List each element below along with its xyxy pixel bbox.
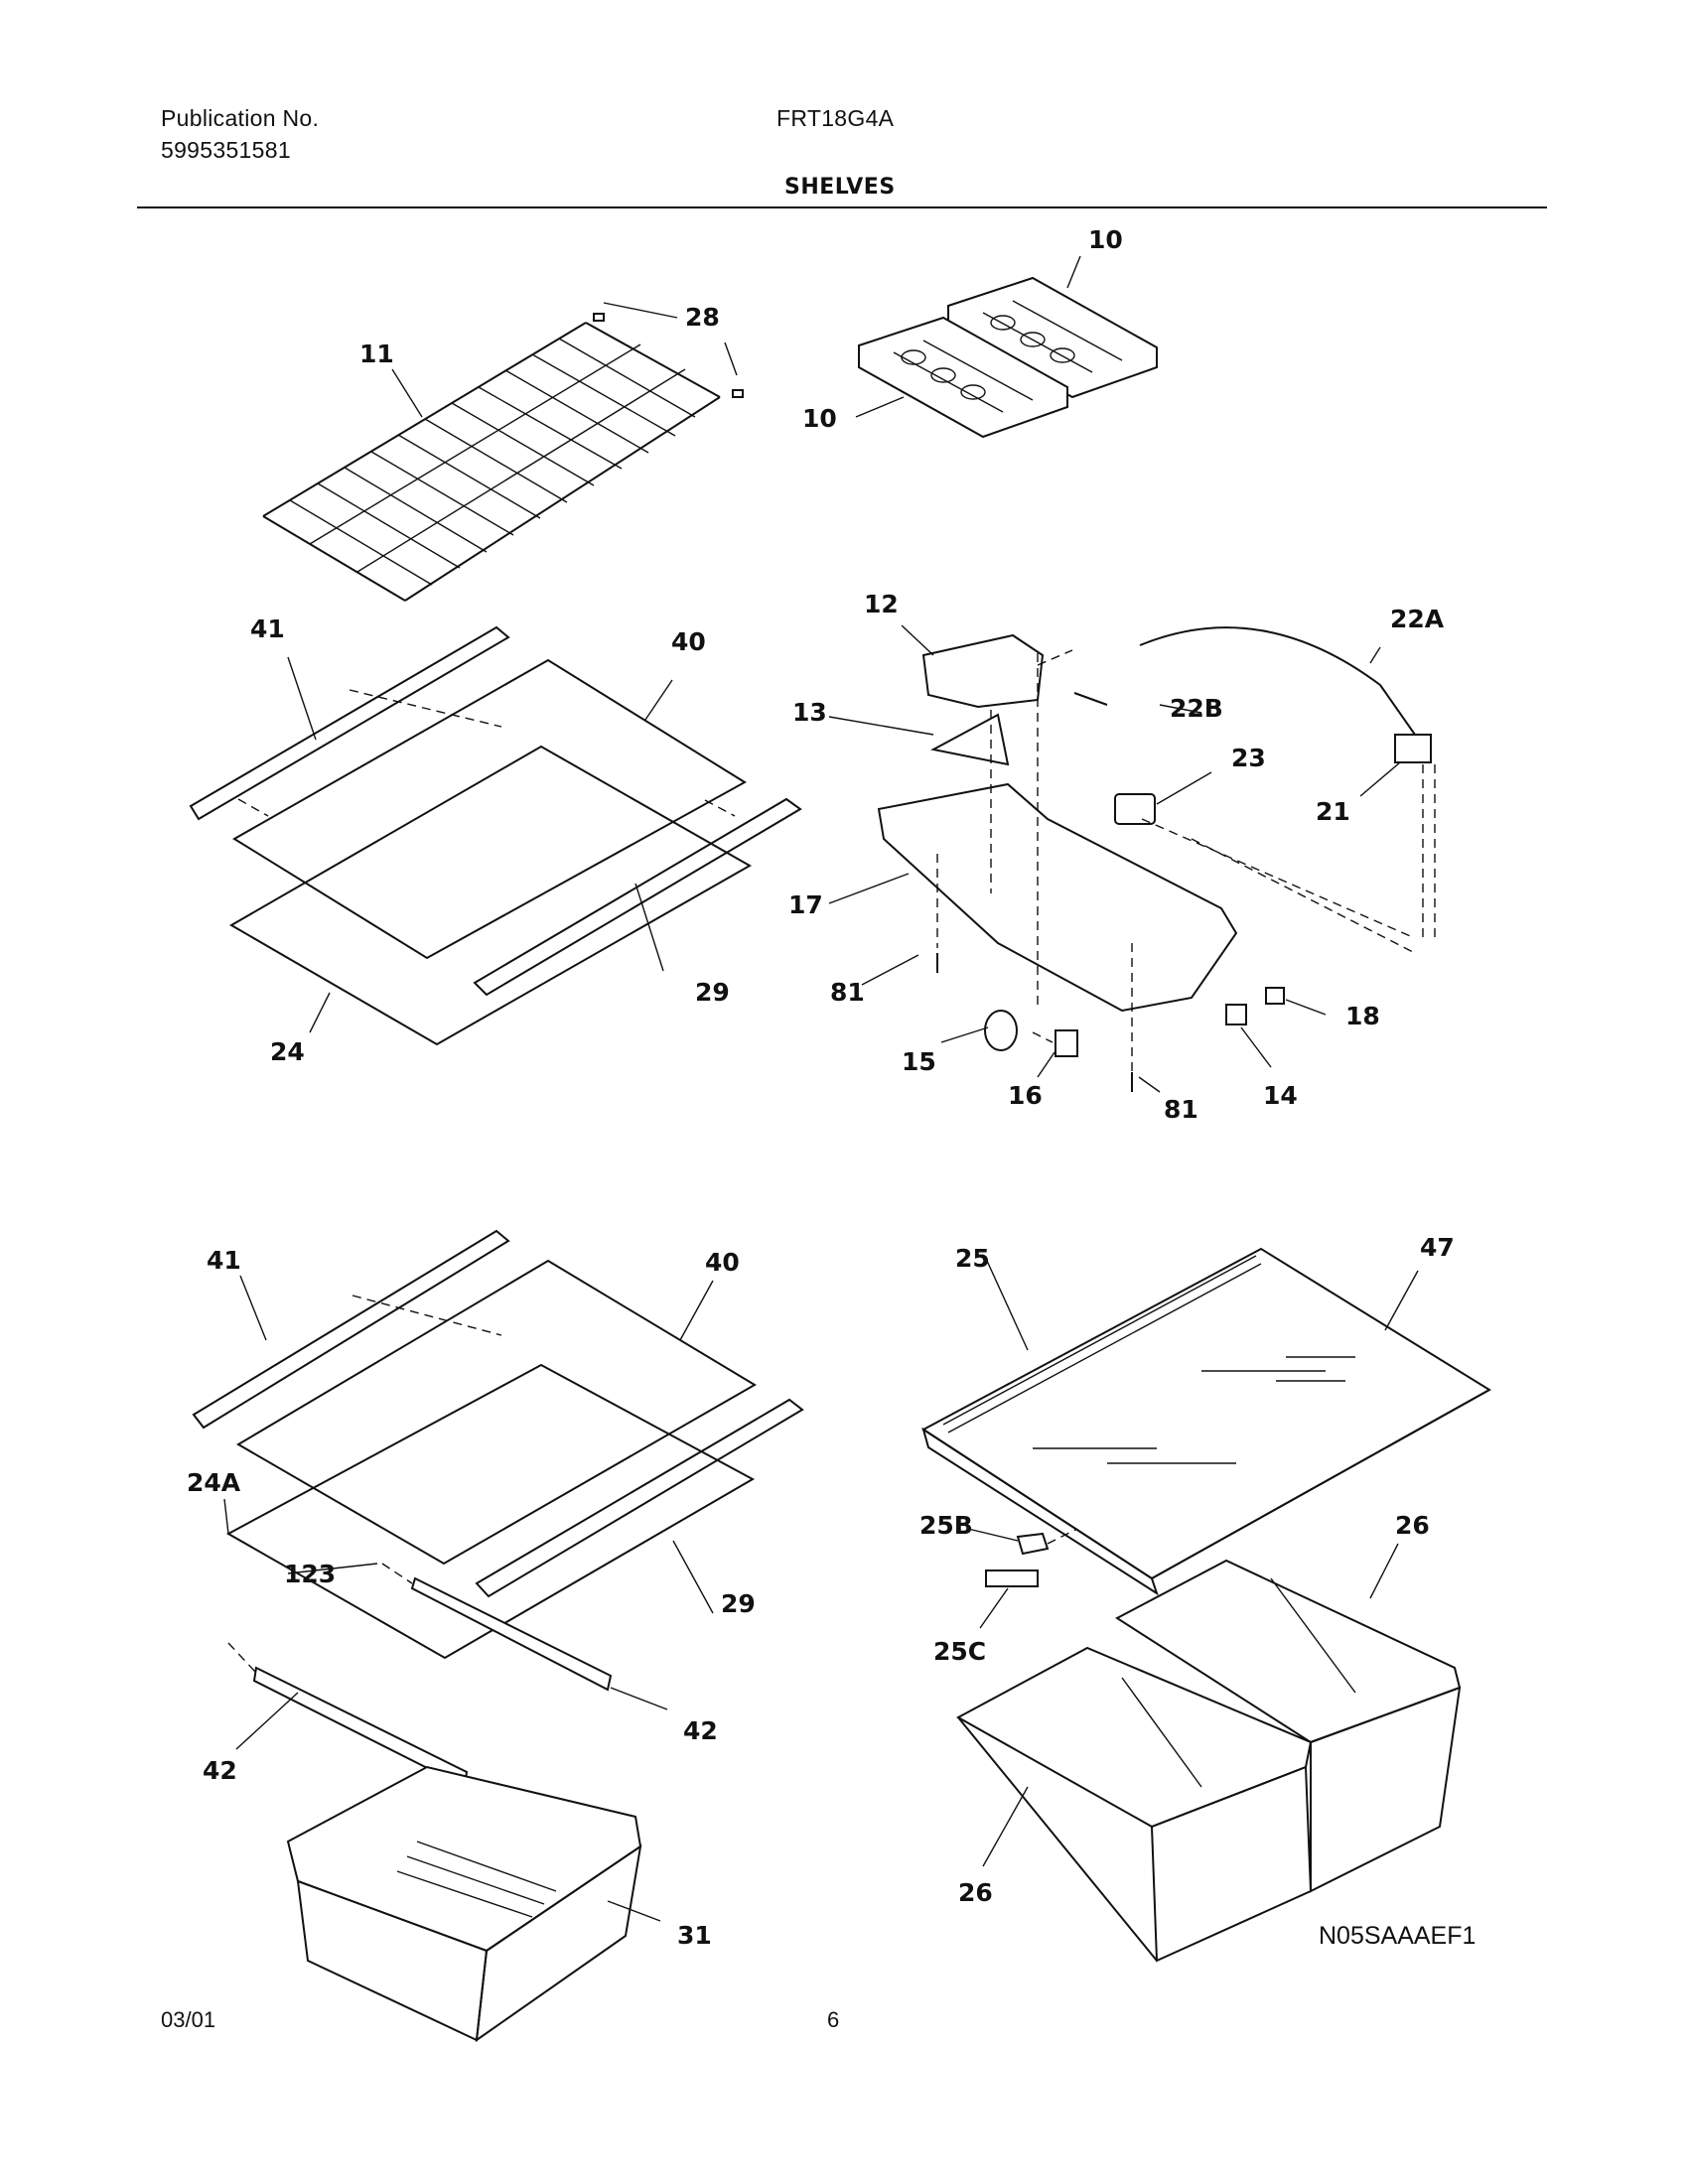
model-number: FRT18G4A [776, 105, 895, 131]
callout-41-lower: 41 [207, 1246, 241, 1275]
callout-23: 23 [1231, 744, 1266, 772]
callout-24a: 24A [187, 1468, 241, 1497]
callout-26-right: 26 [1395, 1511, 1430, 1540]
callout-42-right: 42 [683, 1716, 718, 1745]
callout-22b: 22B [1170, 694, 1223, 723]
crisper-cover [921, 1247, 1491, 1596]
callout-40-lower: 40 [705, 1248, 740, 1277]
section-title: SHELVES [784, 175, 896, 200]
light-control-housing [877, 626, 1436, 1092]
callout-16: 16 [1008, 1081, 1043, 1110]
callout-31: 31 [677, 1921, 712, 1950]
wire-freezer-shelf [262, 313, 744, 602]
ice-trays [858, 276, 1158, 439]
callout-42-left: 42 [203, 1756, 237, 1785]
callout-26-left: 26 [958, 1878, 993, 1907]
glass-shelf-assembly-lower [192, 1229, 804, 1789]
callout-81-left: 81 [830, 978, 865, 1007]
callout-25: 25 [955, 1244, 990, 1273]
callout-25c: 25C [933, 1637, 986, 1666]
callout-22a: 22A [1390, 605, 1445, 633]
glass-shelf-assembly-upper [189, 625, 802, 1046]
publication-number: 5995351581 [161, 137, 291, 163]
callout-13: 13 [792, 698, 827, 727]
crisper-drawer-single [286, 1765, 642, 2043]
callout-25b: 25B [919, 1511, 973, 1540]
callout-leader-lines [223, 255, 1419, 1922]
callout-29-upper: 29 [695, 978, 730, 1007]
footer-page-number: 6 [827, 2007, 840, 2032]
callout-28: 28 [685, 303, 720, 332]
callout-123: 123 [284, 1560, 336, 1588]
callout-41-upper: 41 [250, 614, 285, 643]
callout-40-upper: 40 [671, 627, 706, 656]
callout-10-left: 10 [802, 404, 837, 433]
footer-date: 03/01 [161, 2007, 216, 2032]
callout-14: 14 [1263, 1081, 1298, 1110]
header-divider [137, 206, 1547, 208]
callout-81-right: 81 [1164, 1095, 1198, 1124]
publication-label: Publication No. [161, 105, 320, 131]
crisper-bins-double [955, 1559, 1462, 1963]
diagram-code: N05SAAAEF1 [1319, 1922, 1476, 1950]
callout-11: 11 [359, 340, 394, 368]
callout-10-top: 10 [1088, 225, 1123, 254]
callout-18: 18 [1345, 1002, 1380, 1030]
callout-17: 17 [788, 890, 823, 919]
callout-15: 15 [902, 1047, 936, 1076]
callout-29-lower: 29 [721, 1589, 756, 1618]
callout-47: 47 [1420, 1233, 1455, 1262]
callout-21: 21 [1316, 797, 1350, 826]
callout-24: 24 [270, 1037, 305, 1066]
callout-12: 12 [864, 590, 899, 618]
